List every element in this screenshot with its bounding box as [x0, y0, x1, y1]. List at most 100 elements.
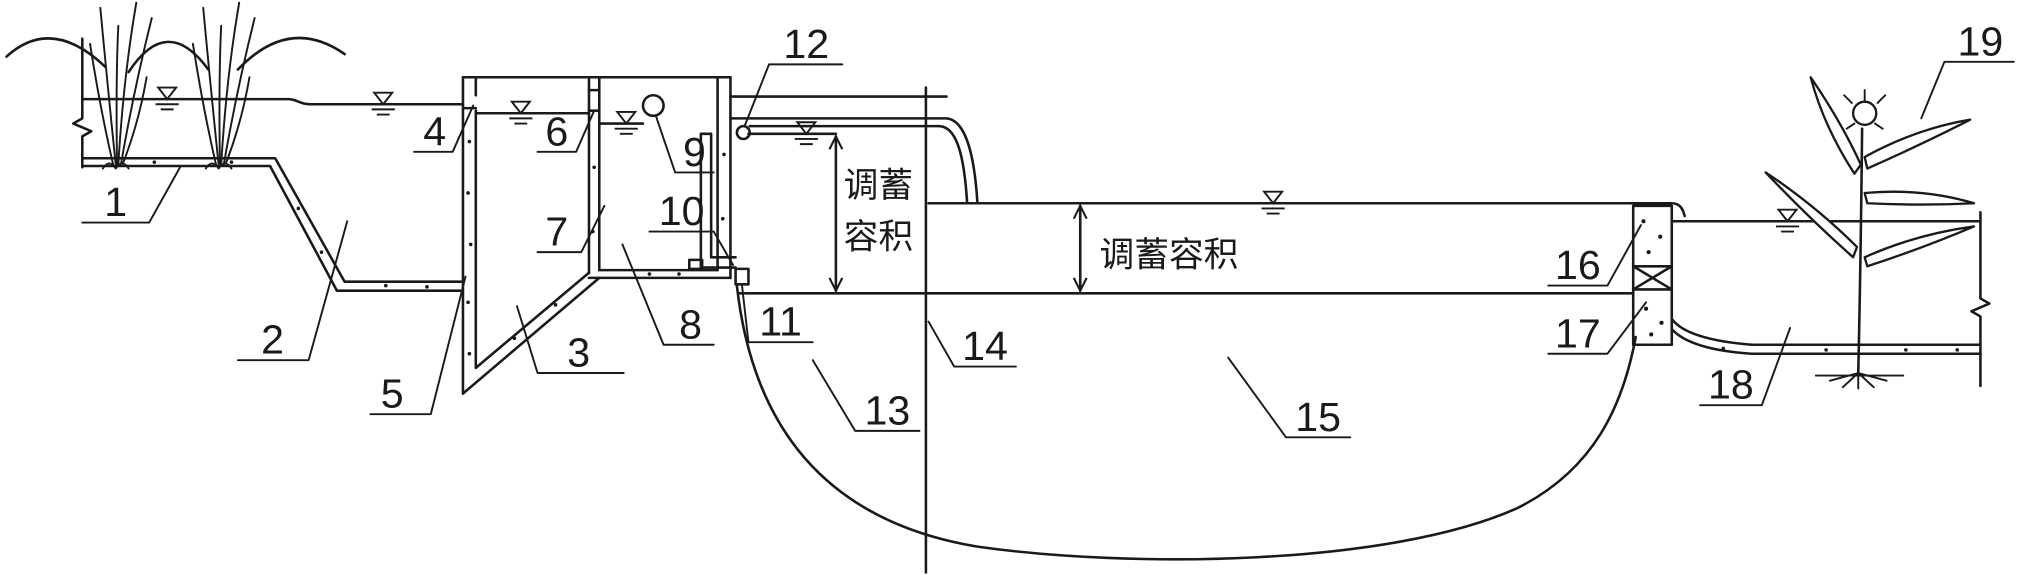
plant-stem [1856, 127, 1864, 375]
label-14-text: 14 [962, 323, 1008, 369]
label-18: 18 [1699, 327, 1792, 408]
overflow-channel-outer [729, 117, 979, 204]
storage-volume-text-line1: 调蓄 [844, 166, 913, 206]
storage-zone-left: 调蓄 容积 [729, 95, 979, 293]
wetland-plant-left [89, 1, 153, 170]
label-19: 19 [1920, 18, 2015, 120]
label-17: 17 [1547, 301, 1648, 356]
label-6: 6 [536, 108, 596, 154]
label-13-text: 13 [864, 387, 910, 433]
outlet-valve [734, 267, 750, 286]
concrete-dot [467, 139, 472, 144]
chamber-bottom [587, 268, 732, 280]
label-4-leader [413, 104, 475, 153]
plant-leaf [1863, 190, 1976, 206]
label-8: 8 [621, 243, 715, 347]
slope-channel-top-line [81, 156, 465, 283]
label-18-text: 18 [1708, 362, 1754, 408]
concrete-dot [1646, 250, 1651, 255]
label-3-leader [516, 305, 625, 374]
reed-leaf [89, 42, 115, 166]
reed-leaf [225, 76, 251, 164]
label-13-leader [811, 359, 921, 432]
label-17-text: 17 [1555, 310, 1601, 356]
concrete-dot [296, 206, 301, 211]
emergent-plant [1764, 76, 1976, 390]
reed-leaf [122, 76, 148, 164]
wetland-bed-and-slope-channel [81, 156, 465, 293]
concrete-dot [553, 303, 558, 307]
downstream-bed-top [1670, 317, 1982, 347]
label-3: 3 [516, 305, 625, 376]
label-2: 2 [236, 220, 349, 363]
sluice-gate-frame [1631, 264, 1674, 291]
label-12-text: 12 [783, 21, 829, 67]
label-17-leader [1547, 301, 1648, 355]
label-5: 5 [369, 275, 467, 417]
ground-surface-arches [5, 36, 346, 169]
concrete-dot [466, 191, 470, 195]
reed-leaf [222, 17, 256, 166]
label-1-text: 1 [104, 179, 127, 225]
label-10-text: 10 [659, 188, 705, 234]
label-9-text: 9 [683, 129, 706, 175]
concrete-dot [229, 160, 234, 164]
inflow-water-surface [81, 86, 465, 116]
reed-leaf [191, 42, 218, 166]
concrete-dot [425, 285, 429, 289]
reed-leaf [117, 1, 138, 166]
sluice-gate-cross [1631, 264, 1674, 291]
label-15-text: 15 [1295, 394, 1341, 440]
label-11-text: 11 [759, 299, 802, 345]
label-12-leader [743, 63, 844, 128]
label-14-leader [927, 320, 1017, 368]
concrete-dot [383, 283, 388, 288]
reed-leaf [220, 1, 241, 166]
label-4: 4 [413, 104, 475, 154]
label-12: 12 [743, 21, 844, 128]
plant-leaf [1863, 225, 1976, 268]
concrete-dot [1649, 332, 1654, 337]
concrete-dot [677, 272, 681, 276]
overflow-outlet [735, 124, 752, 141]
inlet-weir [461, 75, 478, 110]
label-19-text: 19 [1958, 18, 2004, 64]
concrete-dot [722, 152, 726, 157]
reed-leaf [99, 6, 117, 166]
partition-wall [587, 75, 601, 274]
label-10: 10 [648, 188, 734, 266]
label-3-text: 3 [567, 330, 590, 376]
pond-bed-curve [735, 284, 1638, 561]
reed-roots [101, 162, 130, 170]
reed-leaf [218, 24, 223, 166]
label-8-leader [621, 243, 715, 346]
concrete-dot [319, 250, 324, 254]
tank-left-wall-inner [474, 109, 591, 370]
drain-valve [688, 258, 704, 271]
label-13: 13 [811, 359, 921, 433]
concrete-dot [1904, 348, 1908, 352]
label-16-leader [1547, 224, 1642, 287]
slope-channel-bottom-line [81, 164, 465, 293]
reed-leaf [115, 24, 120, 166]
label-1-leader [81, 166, 182, 224]
plant-roots [1814, 372, 1905, 390]
label-10-leader [648, 230, 734, 266]
plant-flower [1851, 100, 1878, 126]
label-15: 15 [1227, 356, 1352, 440]
label-2-text: 2 [261, 317, 284, 363]
label-5-leader [369, 275, 467, 416]
outlet-structure [1631, 204, 1674, 347]
storage-pond: 调蓄容积 [735, 190, 1686, 561]
label-6-text: 6 [545, 108, 568, 154]
concrete-dot [1644, 306, 1649, 311]
storage-volume-text: 调蓄容积 [1100, 235, 1239, 275]
water-line-wetland [81, 97, 465, 106]
label-19-leader [1920, 60, 2015, 120]
concrete-dot [468, 242, 473, 247]
concrete-dot [1955, 348, 1960, 352]
left-break-edge [72, 37, 93, 169]
label-16-text: 16 [1555, 242, 1601, 288]
label-7-text: 7 [545, 209, 568, 255]
concrete-dot [1659, 320, 1664, 325]
